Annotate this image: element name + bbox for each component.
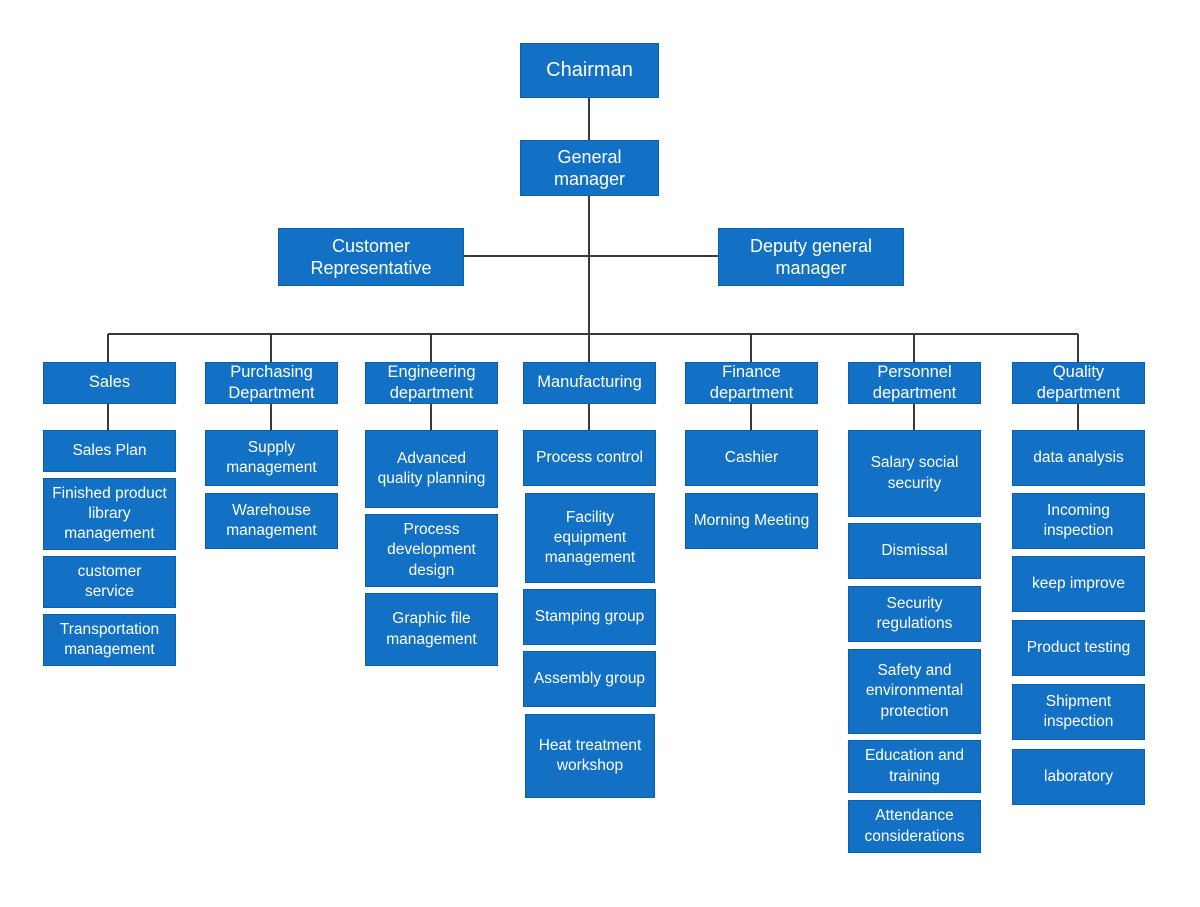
- deputy-general-manager-box: Deputy general manager: [718, 228, 904, 286]
- unit-cashier: Cashier: [685, 430, 818, 486]
- unit-education-training: Education and training: [848, 740, 981, 793]
- unit-attendance-considerations: Attendance considerations: [848, 800, 981, 853]
- unit-data-analysis: data analysis: [1012, 430, 1145, 486]
- general-manager-box: General manager: [520, 140, 659, 196]
- dept-quality: Quality department: [1012, 362, 1145, 404]
- unit-keep-improve: keep improve: [1012, 556, 1145, 612]
- unit-product-testing: Product testing: [1012, 620, 1145, 676]
- unit-customer-service: customer service: [43, 556, 176, 608]
- dept-engineering: Engineering department: [365, 362, 498, 404]
- unit-finished-product-library: Finished product library management: [43, 478, 176, 550]
- dept-finance: Finance department: [685, 362, 818, 404]
- unit-heat-treatment-workshop: Heat treatment workshop: [525, 714, 655, 798]
- unit-safety-environmental-protection: Safety and environmental protection: [848, 649, 981, 734]
- unit-graphic-file-management: Graphic file management: [365, 593, 498, 666]
- dept-purchasing: Purchasing Department: [205, 362, 338, 404]
- unit-stamping-group: Stamping group: [523, 589, 656, 645]
- unit-security-regulations: Security regulations: [848, 586, 981, 642]
- chairman-box: Chairman: [520, 43, 659, 98]
- unit-process-control: Process control: [523, 430, 656, 486]
- dept-personnel: Personnel department: [848, 362, 981, 404]
- unit-facility-equipment-management: Facility equipment management: [525, 493, 655, 583]
- unit-advanced-quality-planning: Advanced quality planning: [365, 430, 498, 508]
- unit-process-development-design: Process development design: [365, 514, 498, 587]
- unit-transportation-management: Transportation management: [43, 614, 176, 666]
- dept-manufacturing: Manufacturing: [523, 362, 656, 404]
- unit-laboratory: laboratory: [1012, 749, 1145, 805]
- unit-incoming-inspection: Incoming inspection: [1012, 493, 1145, 549]
- unit-dismissal: Dismissal: [848, 523, 981, 579]
- unit-assembly-group: Assembly group: [523, 651, 656, 707]
- unit-warehouse-management: Warehouse management: [205, 493, 338, 549]
- unit-supply-management: Supply management: [205, 430, 338, 486]
- dept-sales: Sales: [43, 362, 176, 404]
- unit-morning-meeting: Morning Meeting: [685, 493, 818, 549]
- unit-salary-social-security: Salary social security: [848, 430, 981, 517]
- unit-sales-plan: Sales Plan: [43, 430, 176, 472]
- unit-shipment-inspection: Shipment inspection: [1012, 684, 1145, 740]
- customer-representative-box: Customer Representative: [278, 228, 464, 286]
